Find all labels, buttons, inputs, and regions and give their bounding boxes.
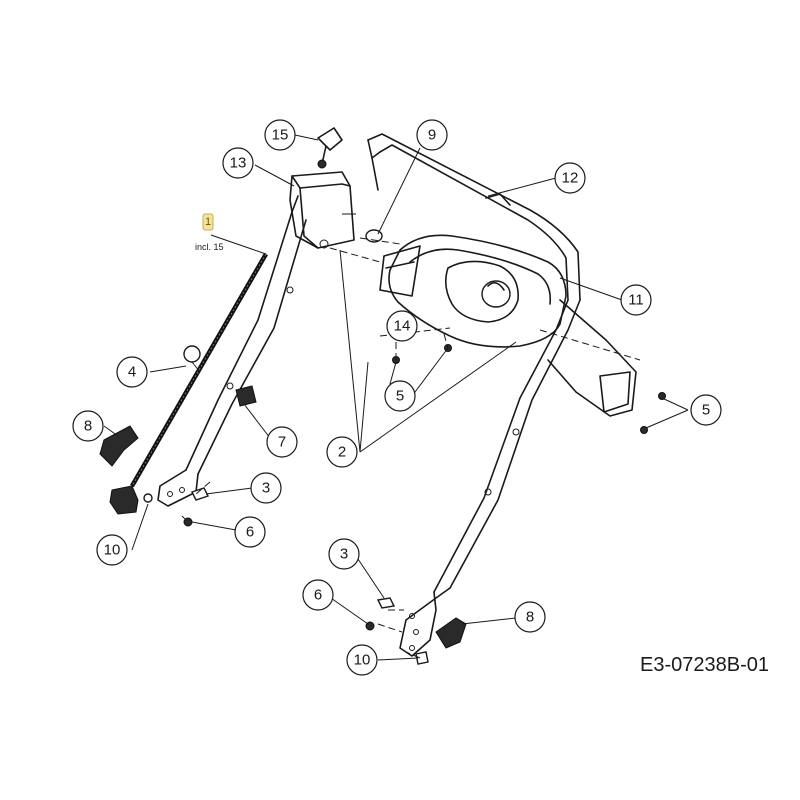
callout-5-center: 5 bbox=[384, 380, 416, 412]
callout-10-left: 10 bbox=[96, 534, 128, 566]
small-hardware bbox=[99, 229, 666, 665]
svg-text:14: 14 bbox=[394, 318, 411, 335]
callout-3-left: 3 bbox=[250, 472, 282, 504]
svg-text:5: 5 bbox=[702, 402, 710, 419]
svg-text:3: 3 bbox=[262, 480, 270, 497]
cable-part-1 bbox=[109, 252, 268, 515]
callout-15: 15 bbox=[264, 119, 296, 151]
callout-8-bottom: 8 bbox=[514, 601, 546, 633]
svg-text:8: 8 bbox=[84, 418, 92, 435]
callout-6-bottom: 6 bbox=[302, 579, 334, 611]
cable-fitting-part-15 bbox=[317, 127, 343, 169]
svg-text:9: 9 bbox=[428, 127, 436, 144]
callout-13: 13 bbox=[222, 147, 254, 179]
callout-6-left: 6 bbox=[234, 516, 266, 548]
callout-5-right: 5 bbox=[690, 394, 722, 426]
callout-3-bottom: 3 bbox=[328, 538, 360, 570]
callout-1-highlight bbox=[202, 213, 214, 231]
svg-text:13: 13 bbox=[230, 155, 247, 172]
callout-9: 9 bbox=[416, 119, 448, 151]
callout-1-label: 1 bbox=[205, 216, 211, 228]
svg-text:10: 10 bbox=[354, 652, 371, 669]
upper-handle-assembly bbox=[157, 133, 581, 657]
svg-text:2: 2 bbox=[338, 444, 346, 461]
svg-text:6: 6 bbox=[314, 587, 322, 604]
svg-text:10: 10 bbox=[104, 542, 121, 559]
control-panel-console bbox=[379, 234, 641, 417]
callout-leaders bbox=[103, 134, 689, 661]
svg-text:15: 15 bbox=[272, 127, 289, 144]
incl-note: incl. 15 bbox=[195, 242, 224, 252]
callout-2: 2 bbox=[326, 436, 358, 468]
callout-12: 12 bbox=[554, 162, 586, 194]
callout-7: 7 bbox=[266, 426, 298, 458]
svg-text:7: 7 bbox=[278, 434, 286, 451]
callout-11: 11 bbox=[620, 284, 652, 316]
callout-8-left: 8 bbox=[72, 410, 104, 442]
svg-text:4: 4 bbox=[128, 364, 136, 381]
svg-text:11: 11 bbox=[628, 292, 644, 309]
callout-1-cable: 1 bbox=[202, 213, 214, 231]
drawing-code: E3-07238B-01 bbox=[640, 654, 769, 676]
callout-4: 4 bbox=[116, 356, 148, 388]
svg-text:5: 5 bbox=[396, 388, 404, 405]
svg-text:6: 6 bbox=[246, 524, 254, 541]
callout-10-bottom: 10 bbox=[346, 644, 378, 676]
cable-holder-part-13 bbox=[289, 171, 356, 249]
svg-text:12: 12 bbox=[562, 170, 579, 187]
svg-text:8: 8 bbox=[526, 609, 534, 626]
callout-14: 14 bbox=[386, 310, 418, 342]
svg-text:3: 3 bbox=[340, 546, 348, 563]
